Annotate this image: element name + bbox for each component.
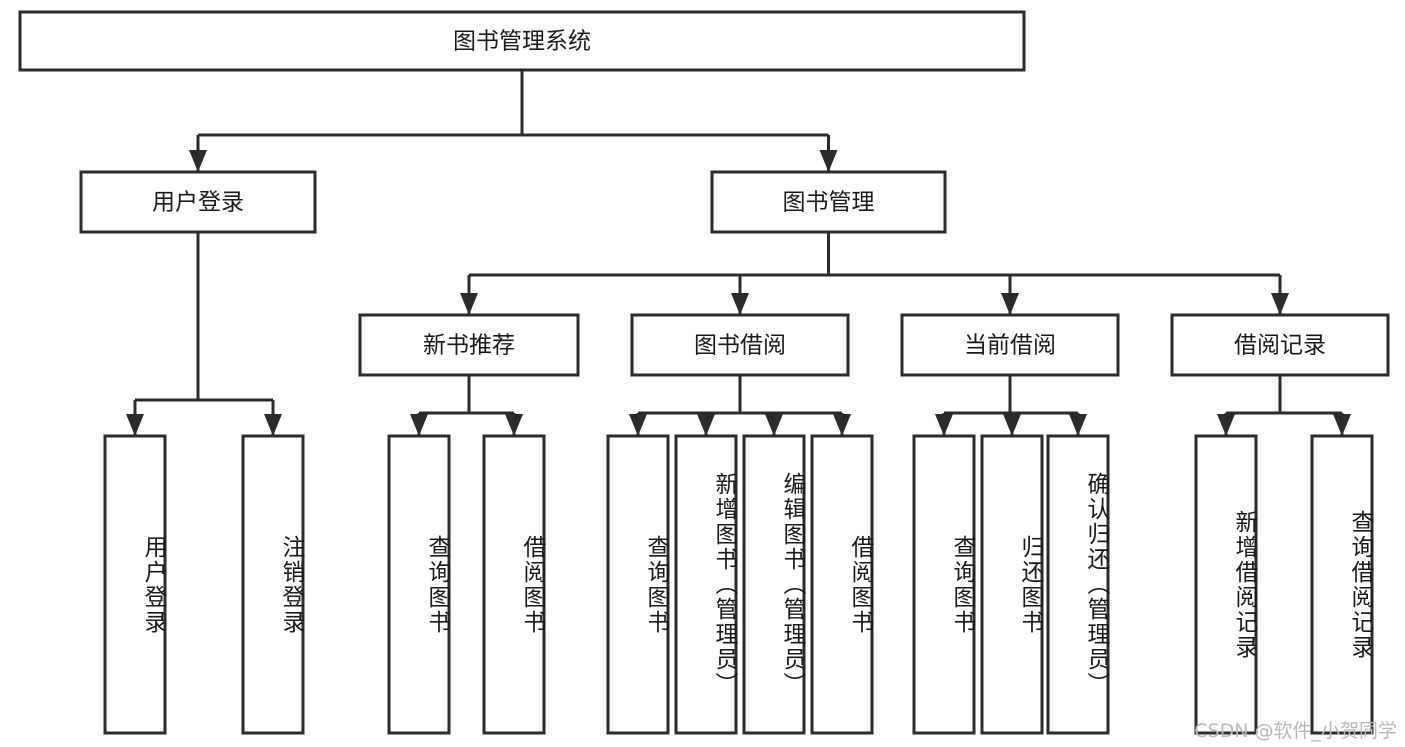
node-level3-0[interactable] [358,313,580,377]
arrow-head-icon [460,293,478,315]
arrow-head-icon [935,414,953,436]
node-level2-0[interactable] [79,170,317,234]
node-leaf-0[interactable] [103,434,167,735]
node-root-label: 图书管理系统 [453,29,591,55]
node-leaf-12[interactable] [1310,434,1374,735]
node-level3-label-0: 新书推荐 [423,333,515,359]
arrow-head-icon [1001,293,1019,315]
arrow-head-icon [765,414,783,436]
node-level3-2[interactable] [900,313,1120,377]
node-leaf-8[interactable] [912,434,976,735]
arrow-head-icon [1003,414,1021,436]
arrow-head-icon [1271,293,1289,315]
edges-layer [126,70,1351,436]
arrow-head-icon [833,414,851,436]
arrow-head-icon [410,414,428,436]
arrow-head-icon [731,293,749,315]
node-level2-label-0: 用户登录 [152,190,244,216]
node-leaf-3[interactable] [482,434,546,735]
node-level3-label-2: 当前借阅 [964,333,1056,359]
watermark: CSDN @软件_小贺同学 [1194,720,1397,742]
node-level3-1[interactable] [630,313,850,377]
node-leaf-2[interactable] [387,434,451,735]
node-leaf-4[interactable] [606,434,670,735]
arrow-head-icon [629,414,647,436]
node-leaf-7[interactable] [810,434,874,735]
node-leaf-11[interactable] [1194,434,1258,735]
arrow-head-icon [505,414,523,436]
node-leaf-5[interactable] [674,434,738,735]
node-leaf-6[interactable] [742,434,806,735]
node-leaf-1[interactable] [241,434,305,735]
arrow-head-icon [264,414,282,436]
node-leaf-10[interactable] [1046,434,1110,735]
node-level3-3[interactable] [1170,313,1390,377]
arrow-head-icon [1333,414,1351,436]
arrow-head-icon [1217,414,1235,436]
arrow-head-icon [1069,414,1087,436]
arrow-head-icon [697,414,715,436]
node-level3-label-3: 借阅记录 [1234,333,1326,359]
node-level2-label-1: 图书管理 [783,190,875,216]
node-root[interactable] [18,10,1026,72]
arrow-head-icon [126,414,144,436]
node-leaf-9[interactable] [980,434,1044,735]
arrow-head-icon [819,150,838,172]
node-level3-label-1: 图书借阅 [694,333,786,359]
node-level2-1[interactable] [710,170,947,234]
arrow-head-icon [189,150,207,172]
